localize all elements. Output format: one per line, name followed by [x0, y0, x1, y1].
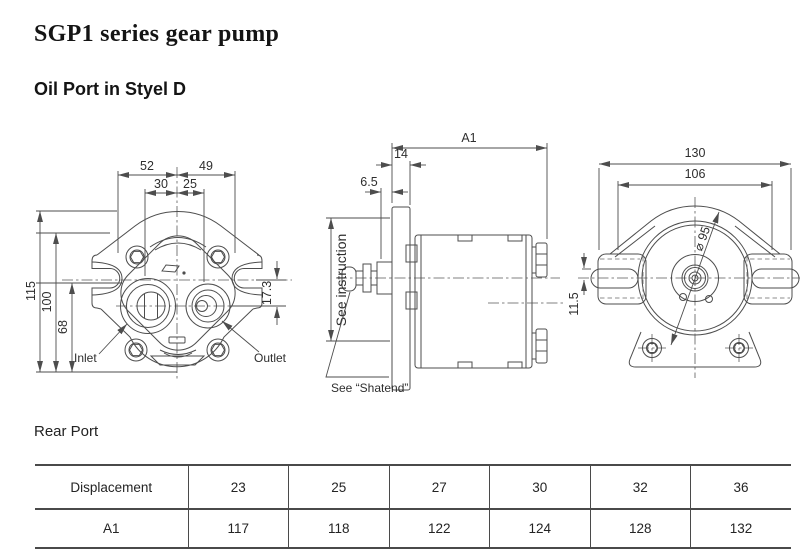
inlet-port: [120, 278, 176, 334]
rear-view: 130 106 ⌀ 95 11.5: [567, 146, 800, 378]
dim-68: 68: [56, 320, 70, 334]
side-view-dimensions: A1 14 6.5 See instruction: [326, 131, 548, 342]
rear-port-spec-table: Displacement 23 25 27 30 32 36 A1 117 11…: [35, 464, 791, 549]
dim-49: 49: [199, 159, 213, 173]
dim-11-5: 11.5: [567, 292, 581, 315]
side-view: A1 14 6.5 See instruction See “Shatend”: [325, 131, 566, 395]
outlet-label: Outlet: [254, 351, 287, 365]
table-row-displacement: Displacement 23 25 27 30 32 36: [35, 465, 791, 510]
see-instruction-note: See instruction: [333, 234, 349, 327]
table-cell: 118: [288, 509, 389, 548]
dim-14: 14: [394, 147, 408, 161]
dim-30: 30: [154, 177, 168, 191]
rear-view-dimensions: 130 106 ⌀ 95 11.5: [567, 146, 792, 346]
dim-106: 106: [685, 167, 706, 181]
side-view-centerlines: [336, 277, 566, 304]
table-cell: 122: [388, 509, 490, 548]
dim-6-5: 6.5: [360, 175, 377, 189]
dim-130: 130: [685, 146, 706, 160]
table-cell: 128: [589, 509, 691, 548]
port-fittings: [531, 242, 548, 364]
table-cell: 132: [690, 509, 791, 548]
table-cell: 32: [589, 465, 691, 510]
inlet-label: Inlet: [74, 351, 97, 365]
page-title: SGP1 series gear pump: [34, 21, 280, 47]
dim-25: 25: [183, 177, 197, 191]
table-cell: 30: [489, 465, 590, 510]
rear-port-label: Rear Port: [34, 423, 99, 440]
table-cell: 23: [187, 465, 289, 510]
table-cell: 117: [187, 509, 289, 548]
table-row-a1: A1 117 118 122 124 128 132: [35, 509, 791, 548]
table-cell: 36: [690, 465, 791, 510]
table-cell: 25: [288, 465, 389, 510]
row-header-a1: A1: [102, 521, 120, 536]
table-cell: 27: [388, 465, 490, 510]
front-view-dimensions: 52 49 30 25 115 100 68 17.3: [24, 159, 286, 373]
see-shatend-note: See “Shatend”: [331, 381, 408, 395]
front-view-labels: Inlet Outlet: [74, 320, 287, 365]
table-cell: 124: [489, 509, 590, 548]
dim-a1: A1: [461, 131, 476, 145]
pump-body: [414, 234, 533, 369]
dim-100: 100: [40, 292, 54, 313]
mounting-flange: [391, 206, 418, 391]
rear-bracket: [628, 331, 762, 368]
dim-115: 115: [24, 281, 38, 301]
row-header-displacement: Displacement: [35, 465, 188, 510]
shaft-end-note: See “Shatend”: [325, 291, 408, 395]
page-subtitle: Oil Port in Styel D: [34, 79, 187, 99]
front-view-centerlines: [62, 167, 292, 379]
front-view-body: [120, 235, 236, 366]
dim-17-3: 17.3: [260, 281, 274, 305]
front-view: 52 49 30 25 115 100 68 17.3 Inlet Outlet: [24, 159, 292, 379]
dim-52: 52: [140, 159, 154, 173]
